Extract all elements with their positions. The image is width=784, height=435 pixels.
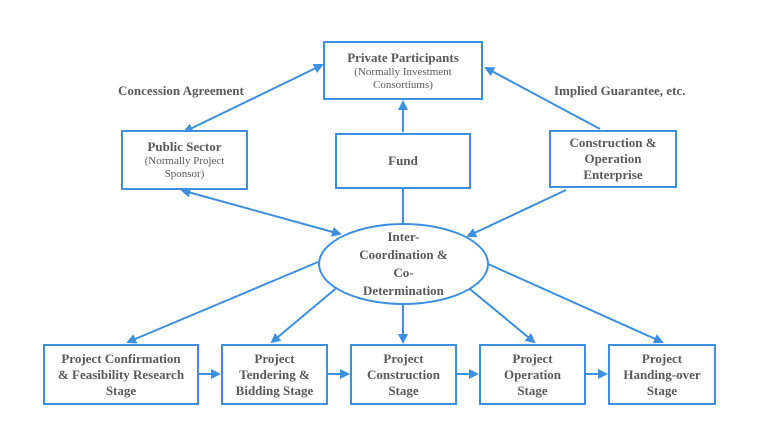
arrow-construction-private bbox=[484, 67, 601, 130]
label-concession-agreement: Concession Agreement bbox=[118, 83, 244, 98]
stage2-title: Project Tendering & Bidding Stage bbox=[235, 350, 314, 398]
node-fund-title: Fund bbox=[388, 153, 418, 168]
node-private-participants: Private Participants (Normally Investmen… bbox=[323, 41, 483, 100]
node-public-sector: Public Sector (Normally Project Sponsor) bbox=[121, 130, 248, 190]
arrow-center-stage5 bbox=[487, 263, 664, 344]
stage1-title: Project Confirmation & Feasibility Resea… bbox=[57, 350, 185, 398]
node-stage-operation: Project Operation Stage bbox=[479, 344, 586, 405]
node-stage-construction: Project Construction Stage bbox=[350, 344, 457, 405]
node-construction-operation: Construction & Operation Enterprise bbox=[549, 130, 677, 188]
node-inter-coordination: Inter- Coordination & Co- Determination bbox=[318, 223, 489, 305]
stage3-title: Project Construction Stage bbox=[367, 350, 440, 398]
node-public-title: Public Sector bbox=[147, 139, 222, 154]
arrow-center-stage1 bbox=[126, 261, 319, 344]
node-stage-tendering: Project Tendering & Bidding Stage bbox=[221, 344, 328, 405]
arrow-center-stage2 bbox=[270, 284, 341, 344]
arrow-construction-center bbox=[466, 189, 567, 238]
label-implied-guarantee: Implied Guarantee, etc. bbox=[554, 83, 686, 98]
node-construction-title: Construction & Operation Enterprise bbox=[569, 135, 657, 182]
node-private-title: Private Participants bbox=[347, 49, 459, 65]
arrow-public-private bbox=[182, 63, 324, 133]
stage5-title: Project Handing-over Stage bbox=[623, 350, 701, 398]
stage4-title: Project Operation Stage bbox=[503, 350, 562, 398]
node-stage-confirmation: Project Confirmation & Feasibility Resea… bbox=[43, 344, 199, 405]
node-center-title: Inter- Coordination & Co- Determination bbox=[359, 229, 448, 298]
node-stage-handing-over: Project Handing-over Stage bbox=[608, 344, 716, 405]
node-public-subtitle: (Normally Project Sponsor) bbox=[144, 155, 225, 180]
arrow-center-stage4 bbox=[464, 284, 536, 344]
node-fund: Fund bbox=[335, 133, 471, 189]
arrow-public-center bbox=[180, 187, 342, 237]
node-private-subtitle: (Normally Investment Consortiums) bbox=[354, 65, 452, 91]
